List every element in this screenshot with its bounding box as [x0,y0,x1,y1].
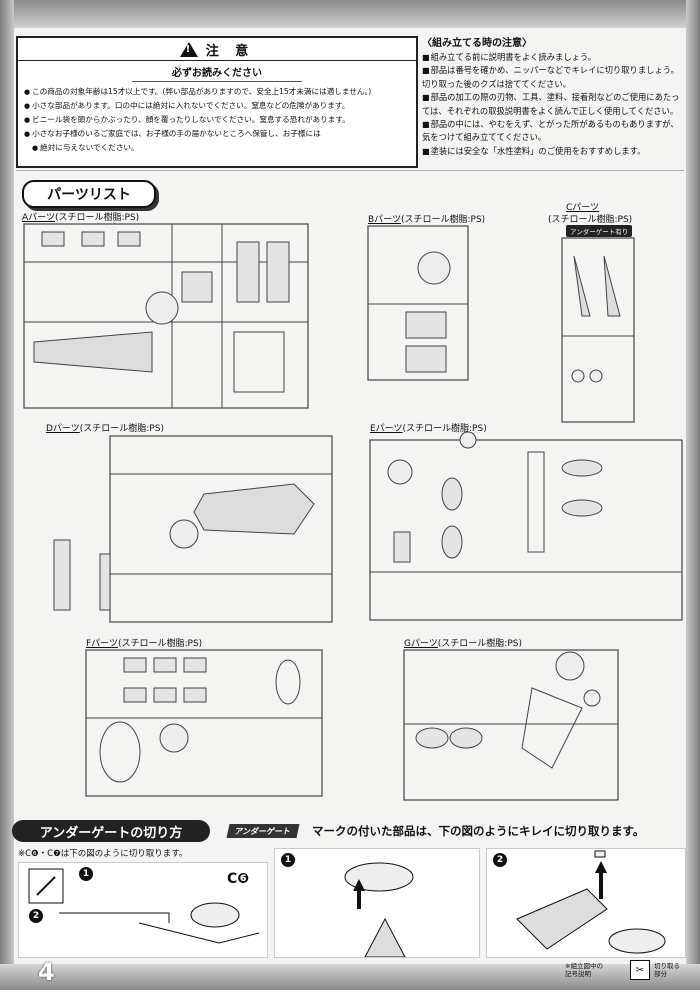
runner-b-drawing [367,225,469,381]
runner-d-drawing [53,435,333,623]
part-b-label: Bパーツ(スチロール樹脂:PS) [368,215,486,225]
legend-cut-label: 切り取る 部分 [654,962,680,978]
cut-legend-icon: ✂ [630,960,650,980]
step-2-illustration [516,850,666,954]
howto-text: マークの付いた部品は、下の図のようにキレイに切り取ります。 [312,824,645,838]
step-2-box: 2 [486,848,686,958]
c6-c7-note: ※C❻・C❼は下の図のように切り取ります。 [18,849,188,859]
step-1-number: 1 [281,853,295,867]
part-a-label: Aパーツ(スチロール樹脂:PS) [22,213,140,223]
warning-icon [179,41,198,57]
note-item: 部品の中には、やむをえず、とがった所があるものもありますが、気をつけて組み立てて… [422,118,684,145]
caution-item: 小さな部品があります。口の中には絶対に入れないでください。窒息などの危険がありま… [24,99,410,113]
step-1-box: 1 [274,848,480,958]
caution-item: この商品の対象年齢は15才以上です。(弊い部品がありますので、安全上15才未満に… [24,85,410,99]
note-item: 組み立てる前に説明書をよく読みましょう。 [422,51,684,64]
top-border [0,0,700,28]
caution-title: 注 意 [205,43,255,59]
caution-subtitle: 必ずお読みください [132,64,302,82]
undergate-tag: アンダーゲート有り [566,225,633,237]
undergate-tag-label: アンダーゲート [226,824,300,838]
note-item: 塗装には安全な「水性塗料」のご使用をおすすめします。 [422,145,684,158]
caution-header: 注 意 [18,38,416,61]
step-1-badge: 1 [79,867,93,881]
step-2-number: 2 [493,853,507,867]
caution-list: この商品の対象年齢は15才以上です。(弊い部品がありますので、安全上15才未満に… [18,85,416,155]
step-1-illustration [344,862,414,958]
note-item: 部品の加工の際の刃物、工具、塗料、接着剤などのご使用にあたっては、それぞれの取扱… [422,91,684,118]
part-g-label: Gパーツ(スチロール樹脂:PS) [404,639,522,649]
assembly-notes: 〈組み立てる時の注意〉 組み立てる前に説明書をよく読みましょう。 部品は番号を確… [422,34,684,158]
caution-item: ビニール袋を頭からかぶったり、顔を覆ったりしないでください。窒息する恐れがありま… [24,113,410,127]
left-border [0,0,14,990]
part-f-label: Fパーツ(スチロール樹脂:PS) [86,639,203,649]
caution-item: 小さなお子様のいるご家庭では、お子様の手の届かないところへ保管し、お子様には [24,127,410,141]
section-divider [16,170,684,171]
step-2-badge: 2 [29,909,43,923]
bottom-border [0,964,700,990]
legend-caption: ※組立図中の 記号説明 [565,962,603,978]
part-d-label: Dパーツ(スチロール樹脂:PS) [46,424,164,434]
right-border [686,0,700,990]
part-c-label: Cパーツ [566,203,600,213]
notes-title: 〈組み立てる時の注意〉 [422,38,532,49]
runner-f-drawing [85,649,323,797]
caution-box: 注 意 必ずお読みください この商品の対象年齢は15才以上です。(弊い部品があり… [16,36,418,168]
parts-list-title: パーツリスト [22,180,156,208]
page-number: 4 [38,958,55,986]
runner-e-drawing [369,431,683,621]
c6-cut-illustration [28,868,260,944]
runner-c-drawing [561,237,635,423]
note-item: 部品は番号を確かめ、ニッパーなどでキレイに切り取りましょう。切り取った後のクズは… [422,64,684,91]
howto-title: アンダーゲートの切り方 [12,820,210,842]
runner-a-drawing [23,223,309,409]
undergate-howto-header: アンダーゲートの切り方 アンダーゲート マークの付いた部品は、下の図のようにキレ… [12,820,688,844]
c6-label: C❻ [227,871,250,887]
caution-item: 絶対に与えないでください。 [24,141,410,155]
part-c-material: (スチロール樹脂:PS) [548,215,633,225]
runner-g-drawing [403,649,619,801]
part-e-label: Eパーツ(スチロール樹脂:PS) [370,424,487,434]
example-c6-box: 1 2 C❻ [18,862,268,958]
